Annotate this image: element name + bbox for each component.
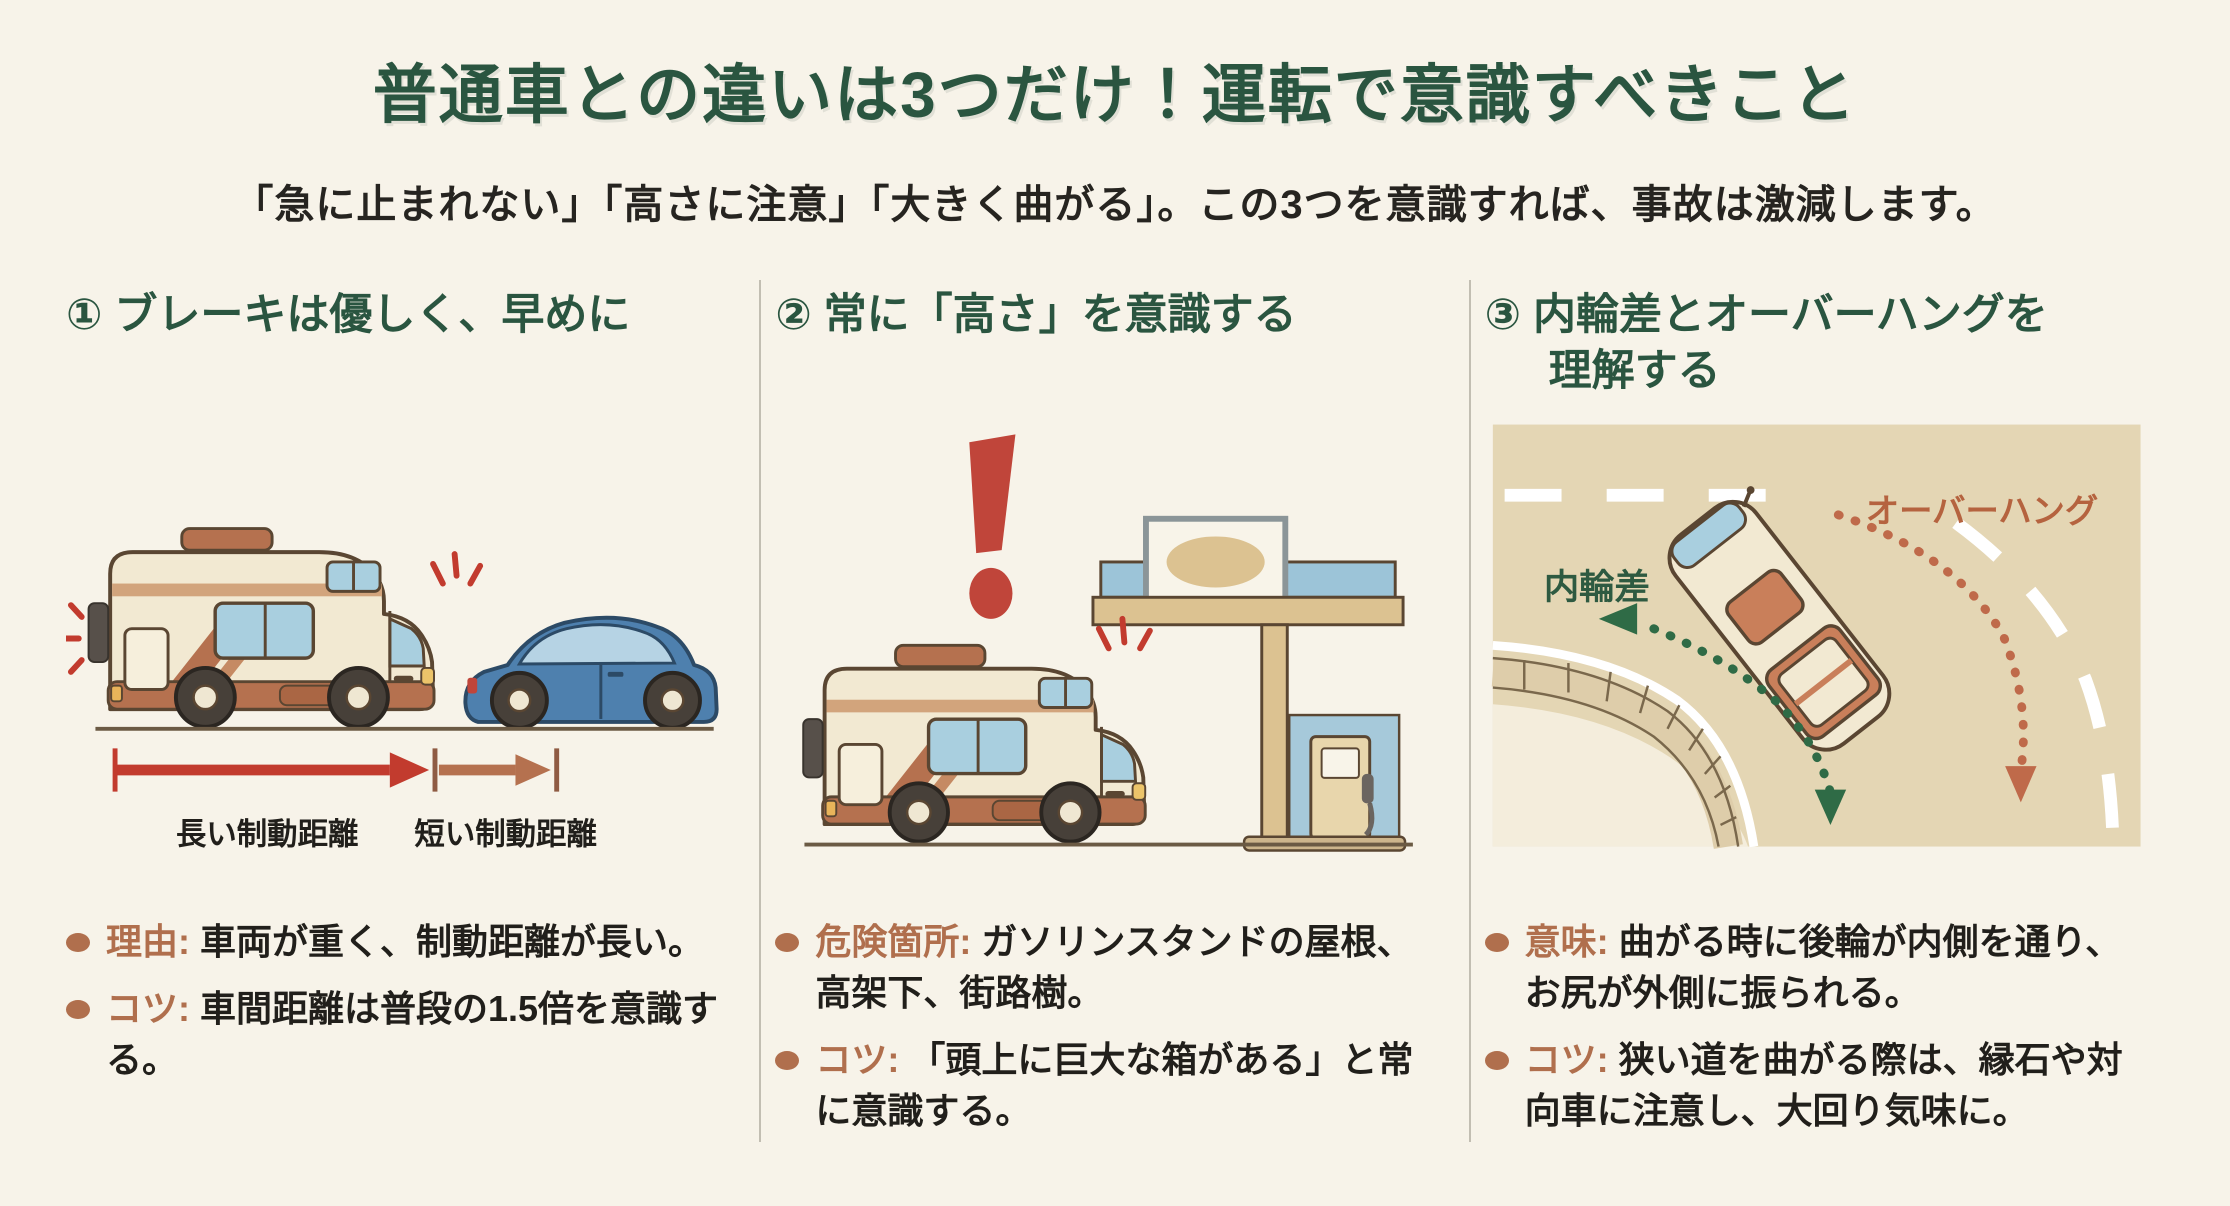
- braking-distance-illustration: 長い制動距離 短い制動距離: [66, 420, 733, 910]
- blue-car-side-view: [463, 615, 719, 730]
- page-subtitle: 「急に止まれない」「高さに注意」「大きく曲がる」。この3つを意識すれば、事故は激…: [233, 183, 1997, 227]
- bullet-dot: [1484, 933, 1509, 952]
- column-2-bullets: 危険箇所:ガソリンスタンドの屋根、高架下、街路樹。 コツ:「頭上に巨大な箱がある…: [775, 916, 1442, 1136]
- column-3-heading: ③ 内輪差とオーバーハングを 理解する: [1484, 291, 2048, 395]
- list-item: 理由:車両が重く、制動距離が長い。: [66, 916, 733, 967]
- bullet-dot: [775, 933, 800, 952]
- inner-wheel-arrow: [1598, 603, 1846, 825]
- camper-van-side-view: [86, 526, 436, 729]
- list-item: コツ:狭い道を曲がる際は、縁石や対向車に注意し、大回り気味に。: [1484, 1034, 2152, 1136]
- short-arrow-label: 短い制動距離: [414, 818, 596, 852]
- three-column-layout: ① ブレーキは優しく、早めに: [0, 274, 2230, 1142]
- exclamation-warning-icon: [969, 434, 1016, 619]
- impact-marks-roof: [1096, 615, 1154, 652]
- list-item: 危険箇所:ガソリンスタンドの屋根、高架下、街路樹。: [775, 916, 1442, 1018]
- column-height: ② 常に「高さ」を意識する: [761, 274, 1468, 1142]
- column-1-bullets: 理由:車両が重く、制動距離が長い。 コツ:車間距離は普段の1.5倍を意識する。: [66, 916, 733, 1085]
- overhang-arrow: [1833, 510, 2037, 803]
- column-2-heading: ② 常に「高さ」を意識する: [775, 291, 1297, 339]
- column-braking: ① ブレーキは優しく、早めに: [52, 274, 759, 1142]
- bullet-dot: [66, 933, 90, 952]
- list-item: コツ:「頭上に巨大な箱がある」と常に意識する。: [775, 1034, 1442, 1136]
- list-item: 意味:曲がる時に後輪が内側を通り、お尻が外側に振られる。: [1484, 916, 2152, 1018]
- short-braking-arrow: [438, 748, 560, 792]
- height-clearance-svg: [801, 434, 1414, 852]
- impact-marks-rear: [66, 602, 85, 675]
- bullet-dot: [1484, 1051, 1509, 1071]
- inner-wheel-label: 内輪差: [1544, 568, 1650, 607]
- long-braking-arrow: [112, 748, 438, 792]
- bullet-dot: [775, 1051, 800, 1071]
- page-title: 普通車との違いは3つだけ！運転で意識すべきこと: [372, 59, 1858, 131]
- braking-distance-svg: 長い制動距離 短い制動距離: [66, 526, 719, 852]
- column-divider: [1468, 280, 1471, 1142]
- lane-dashes: [1504, 488, 2120, 847]
- long-arrow-label: 長い制動距離: [176, 818, 358, 852]
- column-turning: ③ 内輪差とオーバーハングを 理解する: [1471, 274, 2178, 1142]
- bullet-dot: [66, 1000, 90, 1020]
- turning-radius-svg: 内輪差 オーバーハング: [1491, 424, 2141, 850]
- column-3-bullets: 意味:曲がる時に後輪が内側を通り、お尻が外側に振られる。 コツ:狭い道を曲がる際…: [1484, 916, 2152, 1136]
- impact-marks-gap: [430, 551, 484, 587]
- list-item: コツ:車間距離は普段の1.5倍を意識する。: [66, 983, 733, 1085]
- column-divider: [759, 280, 762, 1142]
- turning-radius-illustration: 内輪差 オーバーハング: [1485, 420, 2152, 910]
- corner-curb: [1491, 640, 1758, 850]
- overhang-label: オーバーハング: [1865, 494, 2098, 531]
- height-clearance-illustration: [775, 420, 1442, 910]
- camper-van-side-view: [801, 643, 1148, 844]
- column-1-heading: ① ブレーキは優しく、早めに: [66, 291, 631, 339]
- gas-station-canopy: [1091, 515, 1407, 852]
- camper-van-top-view: [1667, 486, 1891, 752]
